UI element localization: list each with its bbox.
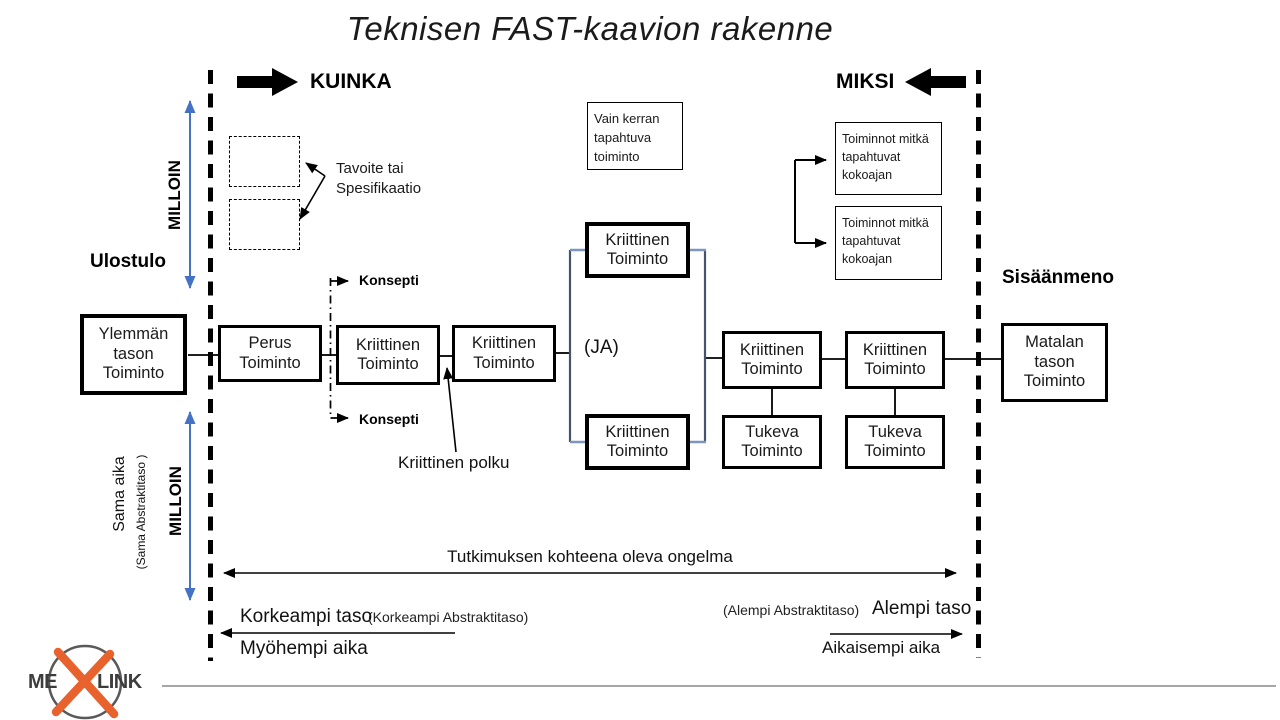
sisaanmeno-label: Sisäänmeno (1002, 267, 1114, 288)
logo-x-icon (51, 649, 115, 717)
toiminnot-kokoajan-box-1: Toiminnot mitkä tapahtuvat kokoajan (835, 122, 942, 195)
tavoite-arrow-upper (305, 162, 326, 177)
vain-kerran-box: Vain kerran tapahtuva toiminto (587, 102, 683, 170)
kriittinen-polku-arrow (443, 367, 457, 453)
tukeva-toiminto-box-1: Tukeva Toiminto (722, 415, 822, 469)
konsepti-label-top: Konsepti (359, 272, 419, 288)
alempi-abstraktitaso-label: (Alempi Abstraktitaso) (723, 602, 860, 618)
tavoite-note-line1: Tavoite tai (336, 160, 404, 177)
matalan-tason-toiminto-box: Matalan tason Toiminto (1001, 323, 1108, 402)
logo-circle-icon (47, 644, 123, 720)
tukeva-toiminto-box-2: Tukeva Toiminto (845, 415, 945, 469)
tavoite-box-1 (229, 136, 300, 187)
kuinka-arrow-icon (237, 68, 298, 96)
alempi-taso-label: Alempi taso (872, 598, 972, 619)
toiminnot-kokoajan-box-2: Toiminnot mitkä tapahtuvat kokoajan (835, 206, 942, 280)
ja-label: (JA) (584, 337, 619, 358)
tavoite-note-line2: Spesifikaatio (336, 180, 422, 198)
logo-text-link: LINK (97, 671, 142, 693)
kriittinen-toiminto-box-2: Kriittinen Toiminto (452, 325, 556, 382)
korkeampi-taso-label: Korkeampi taso (240, 606, 373, 627)
tavoite-arrow-lower (299, 175, 326, 220)
tutkimus-label: Tutkimuksen kohteena oleva ongelma (447, 547, 733, 566)
page-title: Teknisen FAST-kaavion rakenne (346, 10, 834, 47)
kuinka-label: KUINKA (310, 70, 392, 93)
kriittinen-toiminto-box-3: Kriittinen Toiminto (722, 331, 822, 389)
kriittinen-polku-label: Kriittinen polku (398, 453, 510, 472)
sama-aika-label: Sama aika (111, 456, 128, 532)
miksi-arrow-icon (905, 68, 966, 96)
ulostulo-label: Ulostulo (90, 251, 166, 272)
ylemman-tason-toiminto-box: Ylemmän tason Toiminto (80, 314, 187, 395)
tavoite-box-2 (229, 199, 300, 250)
perus-toiminto-box: Perus Toiminto (218, 325, 322, 382)
milloin-label-bottom: MILLOIN (166, 466, 185, 536)
korkeampi-abstraktitaso-label: (Korkeampi Abstraktitaso) (368, 609, 529, 625)
kriittinen-toiminto-box-1: Kriittinen Toiminto (336, 325, 440, 385)
tavoite-note: Tavoite tai Spesifikaatio (336, 159, 421, 200)
konsepti-label-bottom: Konsepti (359, 411, 419, 427)
sama-abstraktitaso-label: (Sama Abstraktitaso ) (134, 454, 148, 570)
myohempi-aika-label: Myöhempi aika (240, 638, 368, 659)
logo-text-me: ME (28, 671, 58, 693)
kriittinen-toiminto-box-top: Kriittinen Toiminto (585, 222, 690, 278)
kriittinen-toiminto-box-bottom: Kriittinen Toiminto (585, 414, 690, 470)
milloin-label-top: MILLOIN (165, 160, 184, 230)
kriittinen-toiminto-box-4: Kriittinen Toiminto (845, 331, 945, 389)
aikaisempi-aika-label: Aikaisempi aika (822, 638, 941, 657)
miksi-label: MIKSI (836, 70, 895, 93)
